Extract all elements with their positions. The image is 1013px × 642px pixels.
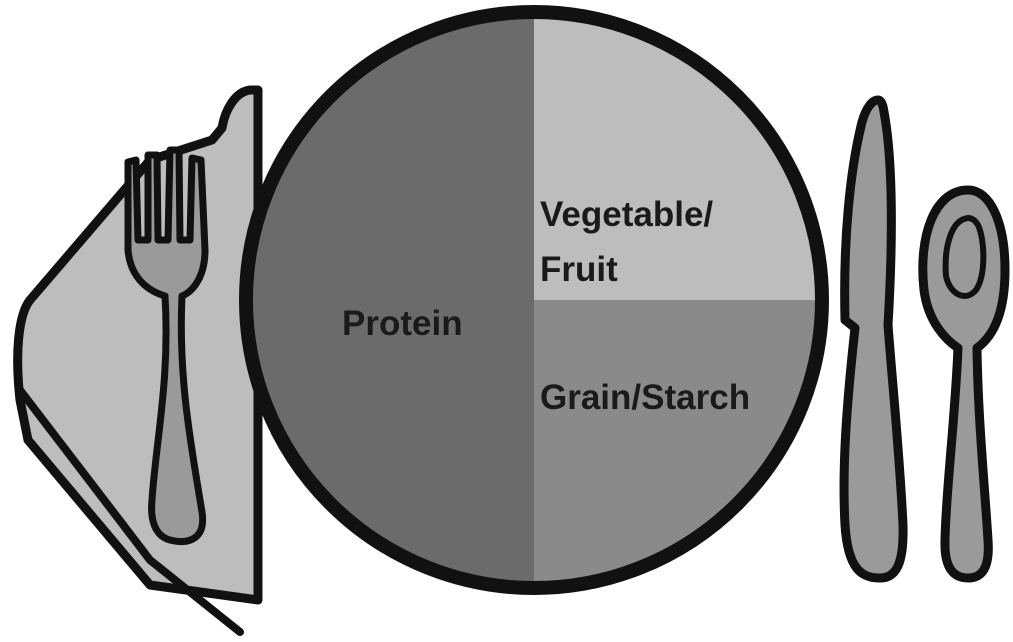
spoon-icon [923,190,1005,578]
protein-label: Protein [342,304,463,343]
knife-icon [844,100,903,578]
grain-section [534,300,818,584]
grain-starch-label: Grain/Starch [540,378,750,417]
protein-section [250,16,534,584]
